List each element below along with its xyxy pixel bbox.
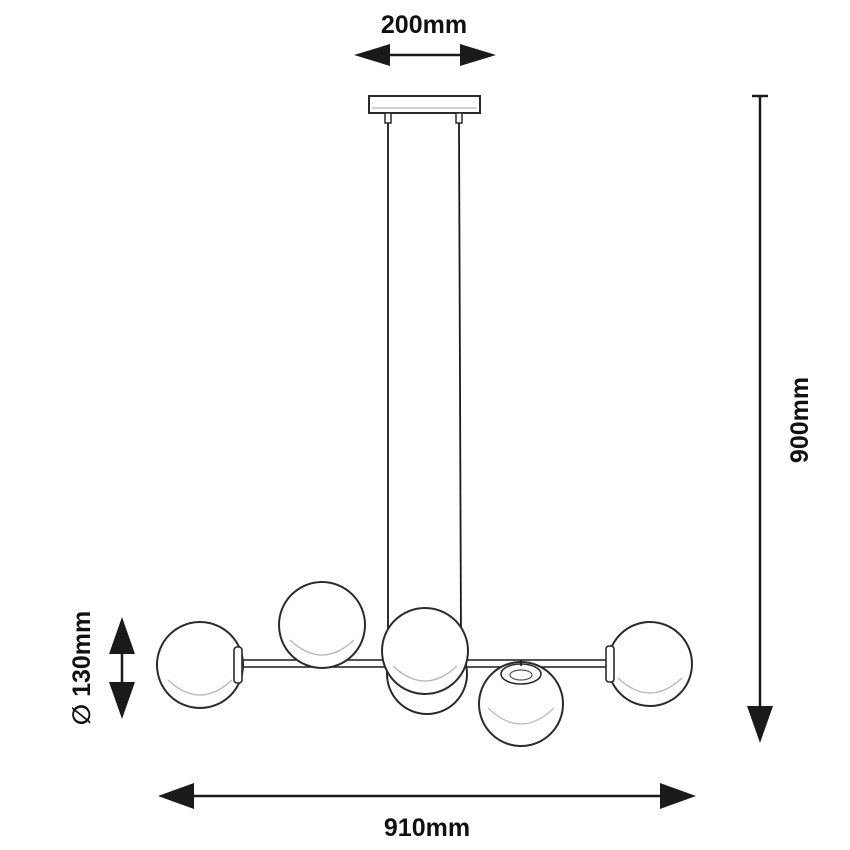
overall-width-arrow-right-head (660, 783, 696, 809)
globe-lower-right-shade (487, 707, 555, 725)
canopy-width-label: 200mm (381, 11, 467, 39)
overall-height-label: 900mm (786, 377, 814, 463)
globe-lower-right (478, 660, 564, 747)
globe-diameter-dimension: ∅ 130mm (68, 611, 135, 726)
globe-far-right-socket (605, 645, 615, 683)
globe-upper-left-shade (289, 639, 355, 656)
globe-lower-right-socket-inner (509, 669, 533, 681)
globe-far-left-shade (167, 679, 233, 696)
canopy-plate (368, 95, 481, 114)
globe-far-right-shade (617, 677, 683, 694)
globe-upper-center-shade (392, 665, 458, 682)
height-arrow-head (747, 706, 773, 743)
globe-upper-center (381, 607, 469, 695)
canopy-width-arrow-left-head (354, 44, 390, 66)
globe-far-left (156, 621, 244, 709)
overall-width-arrow-left-head (158, 783, 194, 809)
canopy-right-grip (455, 112, 463, 124)
overall-height-dimension: 900mm (747, 94, 814, 743)
canopy-width-arrow-right-head (460, 44, 496, 66)
globe-upper-left (278, 581, 366, 669)
ceiling-canopy (368, 95, 481, 124)
overall-width-label: 910mm (384, 814, 470, 842)
globe-diameter-arrow-bottom-head (109, 682, 135, 719)
suspension-wire-right (458, 122, 462, 641)
globe-diameter-arrow-top-head (109, 617, 135, 654)
globe-upper-left-shape (278, 581, 366, 669)
globe-upper-center-shape (381, 607, 469, 695)
globe-far-left-shape (156, 621, 244, 709)
overall-width-dimension: 910mm (158, 783, 696, 842)
globe-diameter-label: ∅ 130mm (68, 611, 96, 726)
canopy-width-dimension: 200mm (354, 11, 496, 66)
canopy-left-grip (384, 112, 392, 124)
globe-far-left-socket (233, 646, 243, 684)
globe-far-right (605, 621, 693, 707)
globe-lower-right-socket (500, 663, 542, 685)
